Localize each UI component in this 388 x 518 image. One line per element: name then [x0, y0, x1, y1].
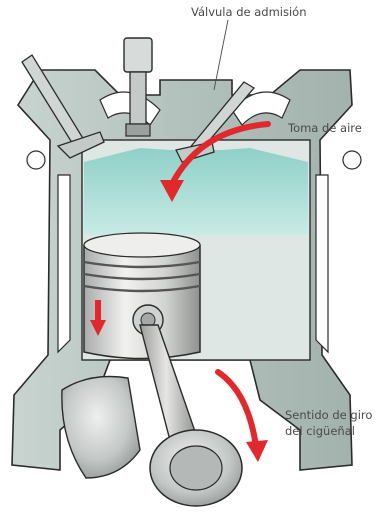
combustion-chamber	[84, 148, 308, 235]
crank-rotation-label-line1: Sentido de giro	[285, 408, 372, 424]
crankshaft	[62, 377, 242, 507]
crank-rotation-label: Sentido de giro del cigüeñal	[285, 408, 372, 439]
piston	[84, 233, 200, 359]
intake-valve-label: Válvula de admisión	[191, 5, 307, 21]
crank-rotation-label-line2: del cigüeñal	[285, 424, 372, 440]
air-intake-label: Toma de aire	[288, 121, 362, 137]
